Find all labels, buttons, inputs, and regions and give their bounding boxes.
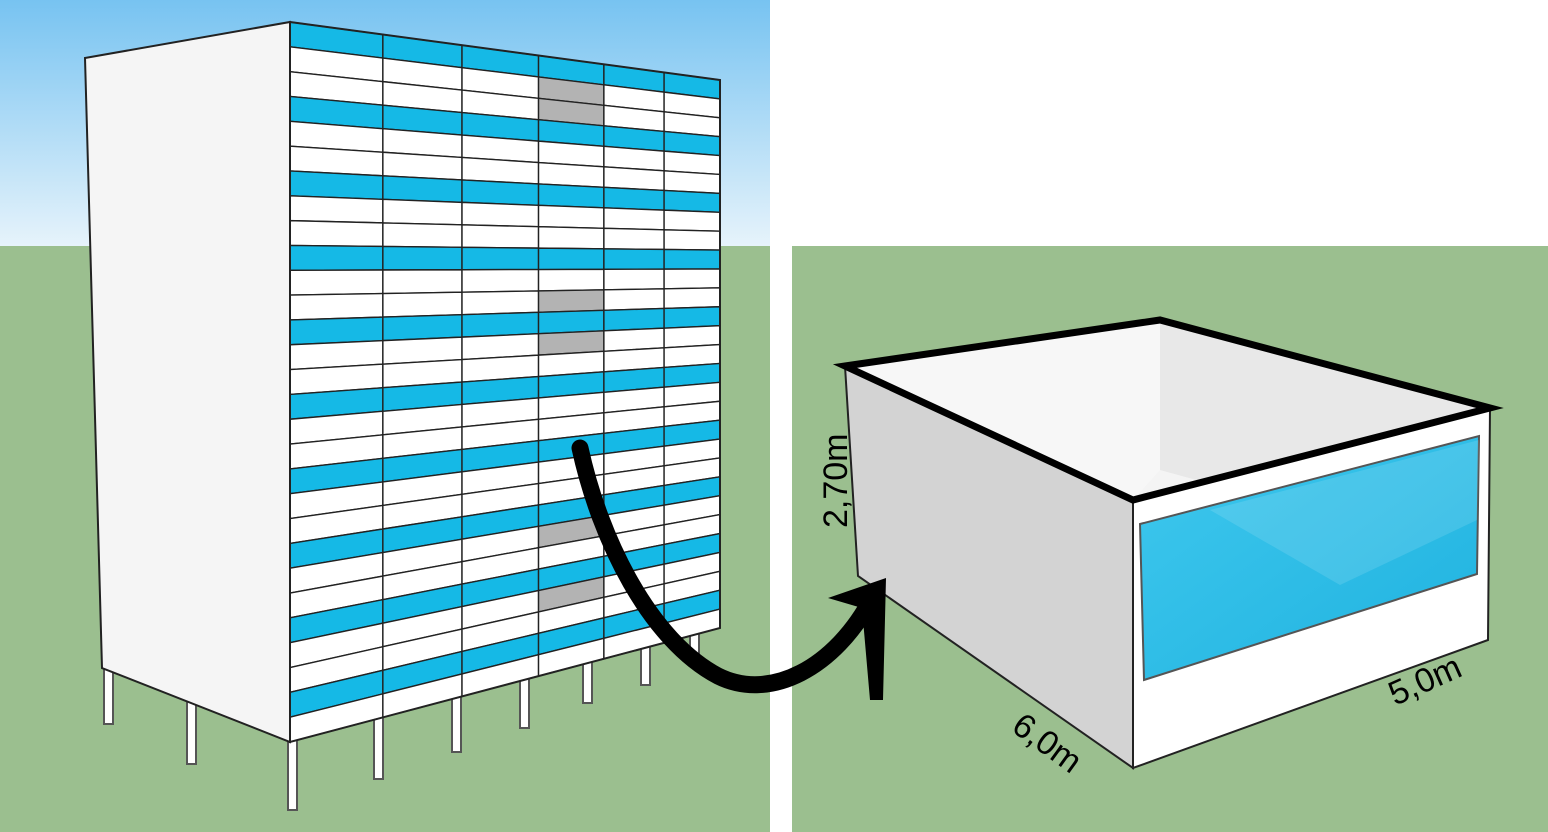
facade-panel [289, 195, 384, 224]
building-facade [289, 20, 721, 744]
facade-panel [663, 268, 721, 290]
facade-glass-panel [461, 311, 540, 338]
facade-panel [382, 291, 463, 318]
facade-glass-panel [603, 248, 665, 271]
facade-glass-panel [603, 307, 665, 332]
facade-glass-panel [382, 175, 463, 204]
facade-panel [382, 222, 463, 249]
module-top-rim [832, 316, 1504, 504]
facade-glass-panel [289, 170, 384, 201]
facade-panel [603, 268, 665, 291]
facade-panel [382, 198, 463, 226]
module-window [1138, 434, 1481, 682]
arrow-to-module [571, 439, 886, 700]
facade-panel [603, 227, 665, 251]
facade-outline [289, 20, 721, 744]
facade-panel [537, 226, 605, 250]
room-module-view: 2,70m 6,0m 5,0m [792, 246, 1548, 832]
facade-glass-panel [537, 309, 605, 335]
facade-panel [603, 166, 665, 192]
facade-glass-panel [537, 247, 605, 271]
facade-glass-panel [461, 179, 540, 207]
facade-glass-panel [663, 248, 721, 270]
facade-panel [537, 289, 605, 314]
facade-glass-panel [663, 306, 721, 329]
facade-glass-panel [603, 186, 665, 211]
facade-panel [663, 209, 721, 232]
facade-glass-panel [461, 246, 540, 271]
facade-panel [461, 224, 540, 249]
facade-panel [663, 287, 721, 310]
arrowhead [828, 578, 886, 700]
module-interior-wall-left [845, 320, 1160, 500]
facade-glass-panel [289, 244, 384, 271]
facade-panel [461, 290, 540, 316]
height-dimension-label: 2,70m [817, 434, 855, 529]
facade-glass-panel [663, 189, 721, 214]
facade-panel [289, 292, 384, 321]
facade-panel [461, 201, 540, 228]
building-side-wall [83, 20, 291, 744]
facade-panel [603, 288, 665, 312]
facade-panel [663, 229, 721, 251]
facade-panel [289, 219, 384, 248]
facade-panel [461, 268, 540, 293]
facade-panel [603, 207, 665, 231]
facade-glass-panel [537, 183, 605, 209]
panel-divider [770, 0, 792, 832]
facade-panel [663, 170, 721, 195]
facade-panel [382, 269, 463, 295]
facade-glass-panel [382, 313, 463, 342]
facade-panel [537, 161, 605, 189]
facade-panel [289, 269, 384, 296]
building-facade-view [0, 0, 770, 832]
facade-glass-panel [382, 245, 463, 271]
facade-panel [537, 268, 605, 292]
module-window-reflection [1210, 440, 1479, 585]
facade-panel [537, 204, 605, 230]
